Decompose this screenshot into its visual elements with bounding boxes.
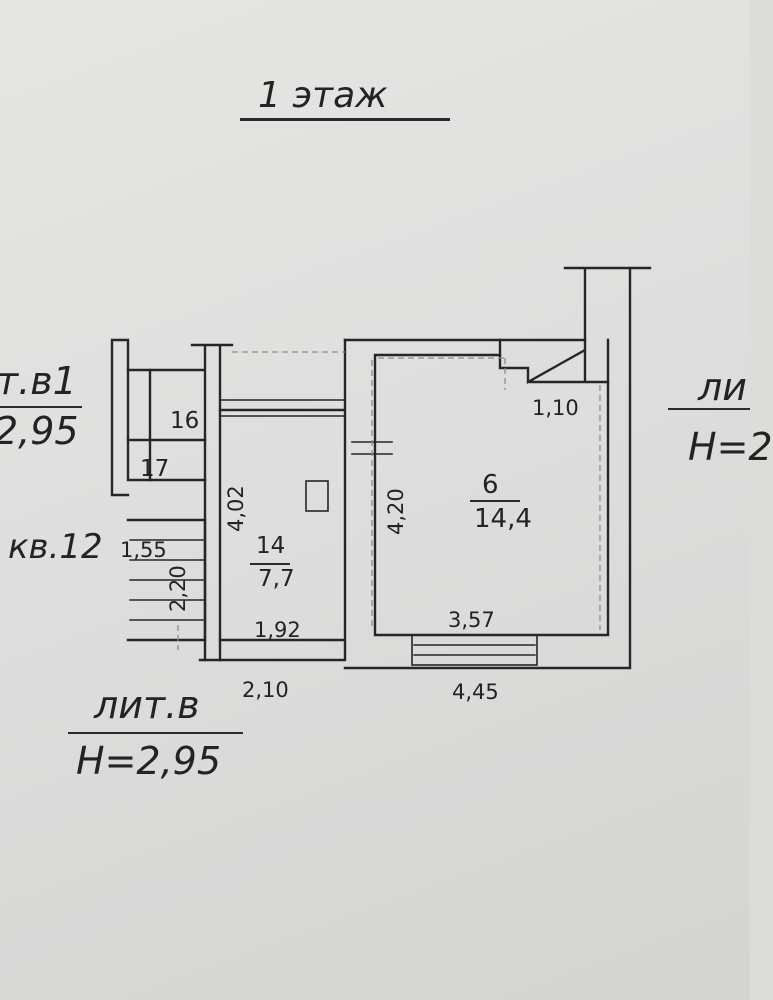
dim-corridor-width: 1,55 xyxy=(120,538,167,562)
height-label-right: Н=2 xyxy=(688,425,773,469)
room6-outer xyxy=(343,266,652,670)
height-label-top: 2,95 xyxy=(0,409,79,453)
dim-outer-left: 2,10 xyxy=(242,678,289,702)
room14-fraction-line xyxy=(250,563,290,565)
dim-room14-width: 1,92 xyxy=(254,618,301,642)
dim-stair-length: 2,20 xyxy=(166,565,190,612)
page-title: 1 этаж xyxy=(258,75,388,116)
dim-room14-height: 4,02 xyxy=(224,485,248,532)
room6-fraction-line xyxy=(470,500,520,502)
window-lines xyxy=(413,644,536,656)
title-underline xyxy=(240,118,450,121)
room6-area: 14,4 xyxy=(474,504,532,534)
apartment-label: кв.12 xyxy=(8,527,103,567)
lit-label-bottom: лит.в xyxy=(94,683,200,727)
left-block-outline xyxy=(110,338,207,497)
room14-area: 7,7 xyxy=(258,566,295,592)
dashed-outline xyxy=(177,351,601,650)
stair-outline xyxy=(126,518,207,642)
corridor-door xyxy=(219,399,346,417)
stair-steps xyxy=(129,539,204,621)
room6-number: 6 xyxy=(482,470,499,500)
floor-plan xyxy=(110,266,652,670)
niche xyxy=(498,338,610,385)
lit-label-top: т.в1 xyxy=(0,359,77,403)
room16-label: 16 xyxy=(170,408,200,434)
dim-niche: 1,10 xyxy=(532,396,579,420)
window xyxy=(411,634,538,666)
room14-outline xyxy=(198,338,347,662)
lit-bottom-rule xyxy=(68,732,243,734)
bath-partition xyxy=(126,368,207,482)
room14-number: 14 xyxy=(256,533,286,559)
dim-outer-right: 4,45 xyxy=(452,680,499,704)
lit-label-right: ли xyxy=(698,365,747,409)
wc-wall xyxy=(126,343,234,662)
dim-room6-width: 3,57 xyxy=(448,608,495,632)
socket-box xyxy=(305,480,329,512)
lit-top-rule xyxy=(0,406,82,408)
room17-label: 17 xyxy=(140,456,170,482)
height-label-bottom: Н=2,95 xyxy=(76,739,222,783)
dim-room6-height: 4,20 xyxy=(384,488,408,535)
lit-right-rule xyxy=(668,408,750,410)
